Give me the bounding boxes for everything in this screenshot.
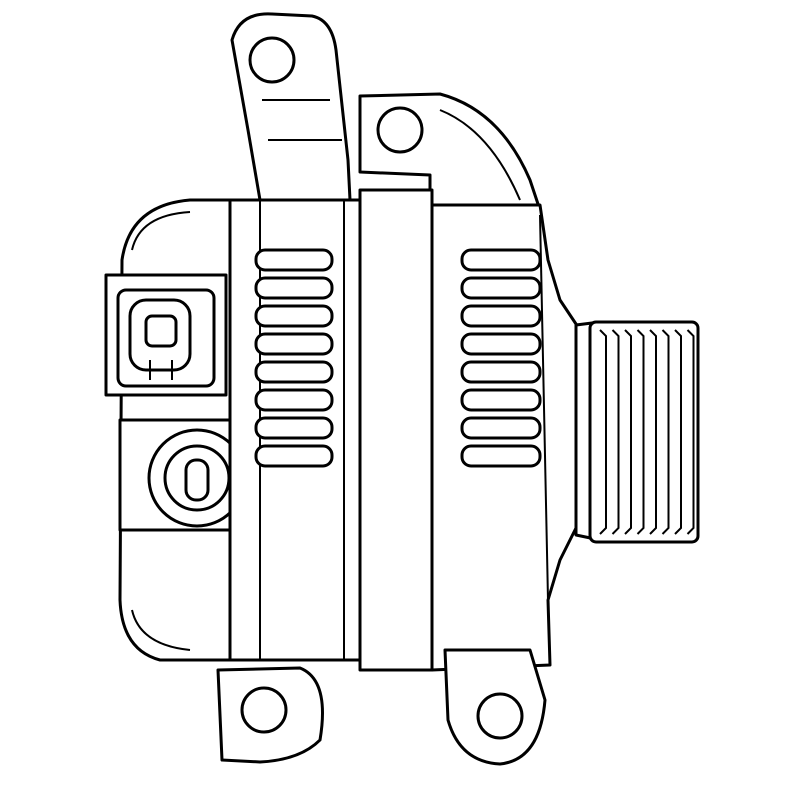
bottom-left-mounting-ear <box>216 666 324 764</box>
front-fin <box>460 304 542 328</box>
top-mounting-ear <box>230 12 352 202</box>
front-fins <box>460 248 542 468</box>
pulley <box>574 320 700 544</box>
rear-fin <box>254 388 334 412</box>
connector <box>104 273 228 397</box>
rear-fin <box>254 444 334 468</box>
pulley-groove <box>661 329 670 535</box>
rear-fin <box>254 248 334 272</box>
bottom-right-mounting-ear <box>443 648 547 766</box>
front-fin <box>460 332 542 356</box>
rear-fin <box>254 332 334 356</box>
front-fin <box>460 360 542 384</box>
front-fin <box>460 444 542 468</box>
rear-fin <box>254 416 334 440</box>
rear-fins <box>254 248 334 468</box>
pulley-groove <box>611 329 620 535</box>
pulley-groove <box>636 329 645 535</box>
rear-fin <box>254 360 334 384</box>
terminal-stud <box>118 418 247 532</box>
pulley-groove <box>674 329 682 535</box>
pulley-grooves <box>599 329 695 535</box>
pulley-groove <box>624 329 632 535</box>
pulley-groove <box>599 329 607 535</box>
front-fin <box>460 388 542 412</box>
front-fin <box>460 416 542 440</box>
rear-fin <box>254 304 334 328</box>
front-fin <box>460 276 542 300</box>
front-fin <box>460 248 542 272</box>
pulley-groove <box>686 329 695 535</box>
top-right-mounting-ear <box>358 92 542 212</box>
pulley-groove <box>649 329 657 535</box>
rear-fin <box>254 276 334 300</box>
